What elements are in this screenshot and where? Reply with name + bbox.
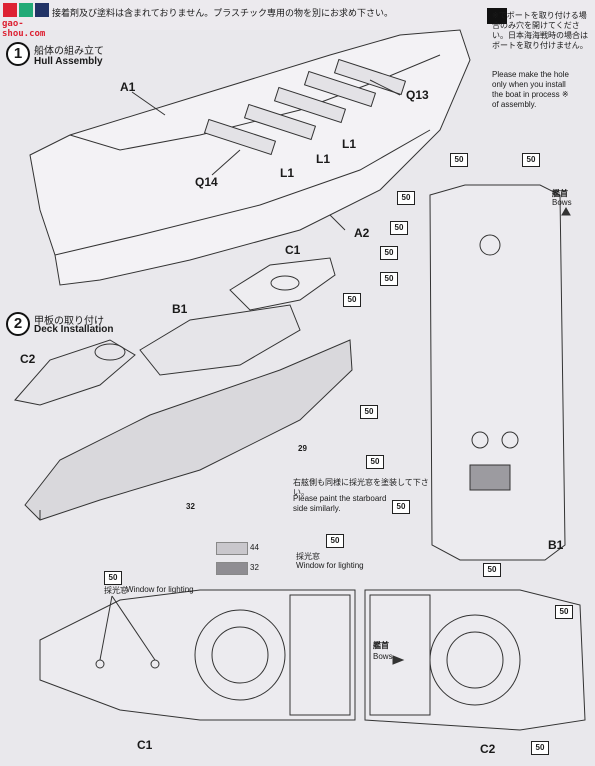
tag-50: 50 xyxy=(555,605,573,619)
color-swatch-32 xyxy=(216,562,248,575)
step-1-number: 1 xyxy=(6,42,30,66)
part-label-29: 29 xyxy=(298,444,307,453)
part-label-c2-plan: C2 xyxy=(480,742,496,756)
side-note-en: Please make the hole only when you insta… xyxy=(492,70,569,109)
part-label-32: 32 xyxy=(186,502,195,511)
header-notice: 接着剤及び塗料は含まれておりません。プラスチック専用の物を別にお求め下さい。 xyxy=(52,9,394,19)
bows-label-bottom-jp: 艦首 xyxy=(373,641,389,650)
part-label-b1-plan: B1 xyxy=(548,538,564,552)
step-1-title-en: Hull Assembly xyxy=(34,56,103,67)
tag-50: 50 xyxy=(343,293,361,307)
tag-50: 50 xyxy=(392,500,410,514)
part-label-l1: L1 xyxy=(280,166,295,180)
step-2-title-en: Deck Installation xyxy=(34,324,114,335)
tag-50: 50 xyxy=(522,153,540,167)
bows-label-bottom-en: Bows xyxy=(373,652,393,661)
tag-50: 50 xyxy=(483,563,501,577)
step-1-title-jp: 船体の組み立て xyxy=(34,46,104,57)
window-bottom-en: Window for lighting xyxy=(126,585,194,594)
part-label-a1: A1 xyxy=(120,80,136,94)
step-2-number: 2 xyxy=(6,312,30,336)
site-logo: gao-shou.com xyxy=(2,2,50,39)
part-label-b1: B1 xyxy=(172,302,188,316)
tag-50: 50 xyxy=(380,272,398,286)
window-label-jp: 採光窓 xyxy=(296,552,320,561)
part-label-l1: L1 xyxy=(316,152,331,166)
logo-mark-icon xyxy=(3,3,49,17)
color-code-32: 32 xyxy=(250,563,259,572)
color-code-44: 44 xyxy=(250,543,259,552)
bows-label-jp: 艦首 xyxy=(552,189,568,198)
starboard-note-en: Please paint the starboard side similarl… xyxy=(293,494,387,513)
part-label-c1-plan: C1 xyxy=(137,738,153,752)
part-label-a2: A2 xyxy=(354,226,370,240)
tag-50: 50 xyxy=(326,534,344,548)
part-label-c1: C1 xyxy=(285,243,301,257)
tool-icon xyxy=(487,8,507,24)
tag-50: 50 xyxy=(531,741,549,755)
bows-label-en: Bows xyxy=(552,198,572,207)
tag-50: 50 xyxy=(104,571,122,585)
window-label-en: Window for lighting xyxy=(296,561,364,570)
side-note-jp: ※でボートを取り付ける場合のみ穴を開けてください。日本海海戦時の場合はボートを取… xyxy=(492,11,588,50)
part-label-l1: L1 xyxy=(342,137,357,151)
tag-50: 50 xyxy=(380,246,398,260)
part-label-c2: C2 xyxy=(20,352,36,366)
part-label-q14: Q14 xyxy=(195,175,218,189)
starboard-note-jp: 右舷側も同様に採光窓を塗装して下さい。 xyxy=(293,478,429,497)
tag-50: 50 xyxy=(397,191,415,205)
part-label-q13: Q13 xyxy=(406,88,429,102)
window-bottom-jp: 採光窓 xyxy=(104,586,128,595)
watermark-text: gao-shou.com xyxy=(2,19,46,39)
color-swatch-44 xyxy=(216,542,248,555)
tag-50: 50 xyxy=(390,221,408,235)
tag-50: 50 xyxy=(450,153,468,167)
tag-50: 50 xyxy=(360,405,378,419)
step-2-title-jp: 甲板の取り付け xyxy=(34,316,104,327)
tag-50: 50 xyxy=(366,455,384,469)
